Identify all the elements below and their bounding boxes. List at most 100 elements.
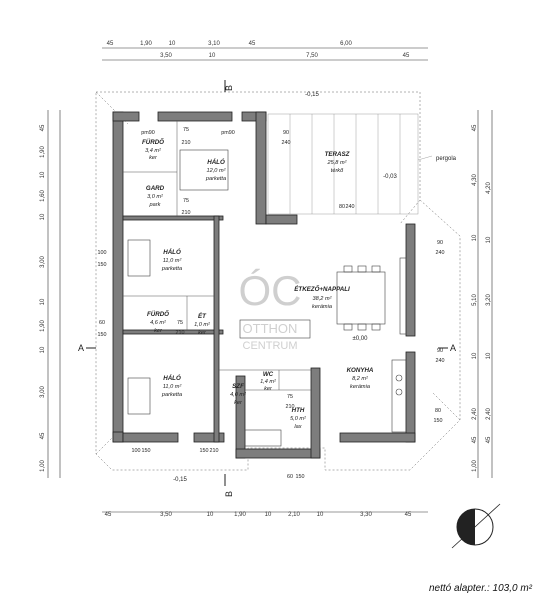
- dimension-label: 2,10: [288, 512, 300, 518]
- room-area: 1,4 m²: [260, 379, 277, 385]
- right-dimension-col-2: 4,20 10 3,20 10 2,40 45: [486, 182, 492, 444]
- dimension-label: 3,30: [360, 512, 372, 518]
- opening-label: pm90: [141, 130, 155, 136]
- room-labels: FÜRDŐ 3,4 m² ker HÁLÓ 12,0 m² parketta G…: [142, 139, 374, 430]
- room-name: KONYHA: [347, 367, 374, 374]
- opening-label: 80: [435, 408, 441, 414]
- opening-label: 100: [98, 250, 107, 256]
- room-floor: park: [149, 202, 162, 208]
- room-floor: kerámia: [312, 304, 332, 310]
- dimension-label: 10: [265, 512, 272, 518]
- dimension-label: 3,50: [160, 53, 172, 59]
- room-floor: ker: [234, 400, 243, 406]
- opening-label: 210: [286, 404, 295, 410]
- opening-label: 75: [183, 127, 189, 133]
- room-area: 8,2 m²: [352, 376, 369, 382]
- left-dimension-col: 45 1,90 10 1,60 10 3,00 10 1,90 10 3,00 …: [40, 124, 46, 472]
- opening-label: 60: [287, 474, 293, 480]
- dimension-label: 6,00: [340, 41, 352, 47]
- dimension-label: 1,90: [234, 512, 246, 518]
- room-floor: parketta: [161, 266, 182, 272]
- dimension-label: 10: [40, 213, 46, 220]
- room-floor: parketta: [161, 392, 182, 398]
- dimension-label: 7,50: [306, 53, 318, 59]
- dimension-label: 10: [207, 512, 214, 518]
- dimension-label: 10: [40, 298, 46, 305]
- opening-label: pm90: [221, 130, 235, 136]
- terrace-level: -0,03: [383, 174, 397, 180]
- dimension-label: 45: [472, 124, 478, 131]
- watermark: ÓC OTTHON CENTRUM: [239, 267, 302, 352]
- room-name: GARD: [146, 185, 165, 192]
- opening-label: 100: [132, 448, 141, 454]
- room-name: HÁLÓ: [163, 249, 181, 256]
- room-name: HÁLÓ: [207, 159, 225, 166]
- opening-label: 150: [296, 474, 305, 480]
- watermark-initials: ÓC: [239, 267, 302, 314]
- dimension-label: 10: [486, 236, 492, 243]
- dimension-lines: [47, 47, 493, 513]
- dimension-label: 3,00: [40, 256, 46, 268]
- dimension-label: 10: [40, 171, 46, 178]
- room-floor: parketta: [205, 176, 226, 182]
- dimension-label: 1,90: [40, 320, 46, 332]
- outer-level-bottom: -0,15: [173, 477, 187, 483]
- room-floor: ker: [264, 386, 273, 392]
- section-markers: A A B B: [78, 80, 456, 497]
- dimension-label: 10: [486, 352, 492, 359]
- furniture: [127, 149, 407, 447]
- dimension-label: 1,90: [40, 146, 46, 158]
- opening-label: 150: [200, 448, 209, 454]
- dimension-label: 4,30: [472, 174, 478, 186]
- opening-label: 75: [183, 198, 189, 204]
- room-area: 3,0 m²: [147, 194, 164, 200]
- room-name: SZF: [232, 383, 244, 390]
- dimension-label: 45: [472, 436, 478, 443]
- dimension-label: 10: [472, 352, 478, 359]
- opening-labels: pm90 pm90 75 210 75 210 100 150 60 150 9…: [98, 127, 445, 480]
- dimension-label: 10: [317, 512, 324, 518]
- dimension-label: 45: [249, 41, 256, 47]
- section-a-left: A: [78, 343, 84, 353]
- dimension-label: 3,20: [486, 294, 492, 306]
- dimension-label: 45: [40, 432, 46, 439]
- opening-label: 240: [282, 140, 291, 146]
- dimension-label: 10: [40, 346, 46, 353]
- room-floor: lax: [294, 424, 301, 430]
- room-floor: ker: [149, 155, 158, 161]
- right-dimension-col-1: 45 4,30 10 5,10 10 2,40 45 1,00: [472, 124, 478, 472]
- room-area: 4,6 m²: [150, 320, 167, 326]
- room-name: FÜRDŐ: [147, 311, 169, 318]
- room-floor: ker: [154, 328, 163, 334]
- opening-label: 210: [182, 210, 191, 216]
- floor-level: ±0,00: [353, 336, 369, 342]
- opening-label: 210: [176, 330, 185, 336]
- room-name: WC: [263, 371, 274, 378]
- walls: [112, 111, 416, 459]
- section-b-top: B: [224, 85, 234, 91]
- opening-label: 240: [346, 204, 355, 210]
- opening-label: 90: [437, 348, 443, 354]
- terrace-pergola: [267, 113, 433, 215]
- watermark-line1: OTTHON: [243, 321, 298, 336]
- room-name: TERASZ: [325, 151, 350, 158]
- opening-label: 240: [436, 358, 445, 364]
- dimension-label: 45: [403, 53, 410, 59]
- dimension-label: 45: [105, 512, 112, 518]
- dimension-label: 10: [209, 53, 216, 59]
- opening-label: 75: [287, 394, 293, 400]
- dimension-label: 4,20: [486, 182, 492, 194]
- dimension-label: 2,40: [486, 408, 492, 420]
- room-name: FÜRDŐ: [142, 139, 164, 146]
- bottom-dimension-row: 45 3,50 10 1,90 10 2,10 10 3,30 45: [105, 512, 412, 518]
- dimension-label: 1,00: [472, 460, 478, 472]
- north-arrow-icon: [451, 503, 501, 549]
- top-dimension-row-1: 45 1,90 10 3,10 45 6,00: [107, 41, 353, 47]
- room-area: 4,0 m²: [230, 392, 247, 398]
- room-area: 1,0 m²: [194, 322, 211, 328]
- dimension-label: 1,90: [140, 41, 152, 47]
- opening-label: 75: [177, 320, 183, 326]
- room-name: ÉT: [198, 312, 207, 320]
- top-dimension-row-2: 3,50 10 7,50 45: [160, 53, 410, 59]
